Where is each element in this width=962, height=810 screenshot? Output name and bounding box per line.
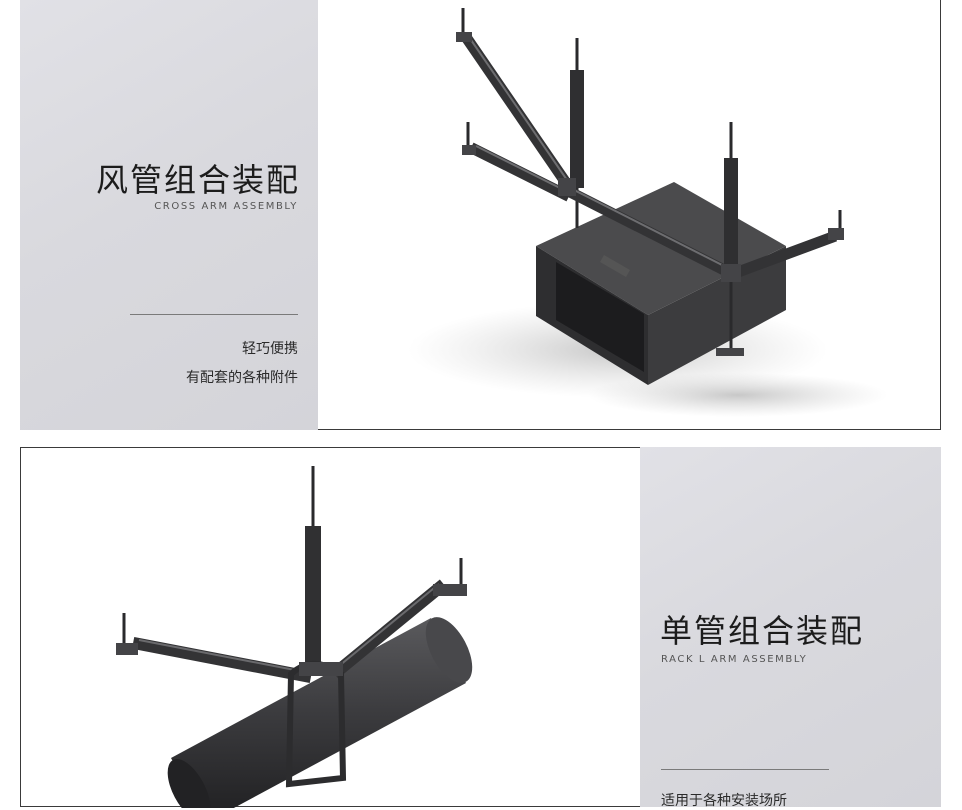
bracket-clips xyxy=(456,32,844,356)
diagonal-braces xyxy=(460,32,838,280)
top-info-panel: 风管组合装配 CROSS ARM ASSEMBLY 轻巧便携 有配套的各种附件 xyxy=(20,0,320,430)
top-illustration-frame xyxy=(318,0,941,430)
duct-shadow-2 xyxy=(588,373,888,417)
top-feature-1: 轻巧便携 xyxy=(242,341,298,357)
bottom-title-en: RACK L ARM ASSEMBLY xyxy=(661,654,808,665)
pipe-braces xyxy=(131,579,448,684)
bottom-divider xyxy=(661,769,829,770)
bottom-illustration-frame xyxy=(20,447,642,808)
top-feature-2: 有配套的各种附件 xyxy=(186,370,298,386)
vertical-hangers xyxy=(570,70,738,276)
top-title-en: CROSS ARM ASSEMBLY xyxy=(154,201,298,212)
bottom-title-cn: 单管组合装配 xyxy=(660,612,865,650)
pipe-brace-highlights xyxy=(138,583,440,673)
vertical-hanger xyxy=(305,526,321,666)
brace-highlights xyxy=(470,39,729,269)
pipe-bracket-clips xyxy=(116,584,467,676)
rectangular-duct xyxy=(536,182,786,385)
bottom-feature-1: 适用于各种安装场所 xyxy=(661,793,787,809)
pipe-support-illustration xyxy=(116,466,473,808)
top-divider xyxy=(130,314,298,315)
bottom-info-panel xyxy=(640,447,941,807)
duct-support-illustration xyxy=(408,8,888,417)
top-title-cn: 风管组合装配 xyxy=(95,161,300,199)
